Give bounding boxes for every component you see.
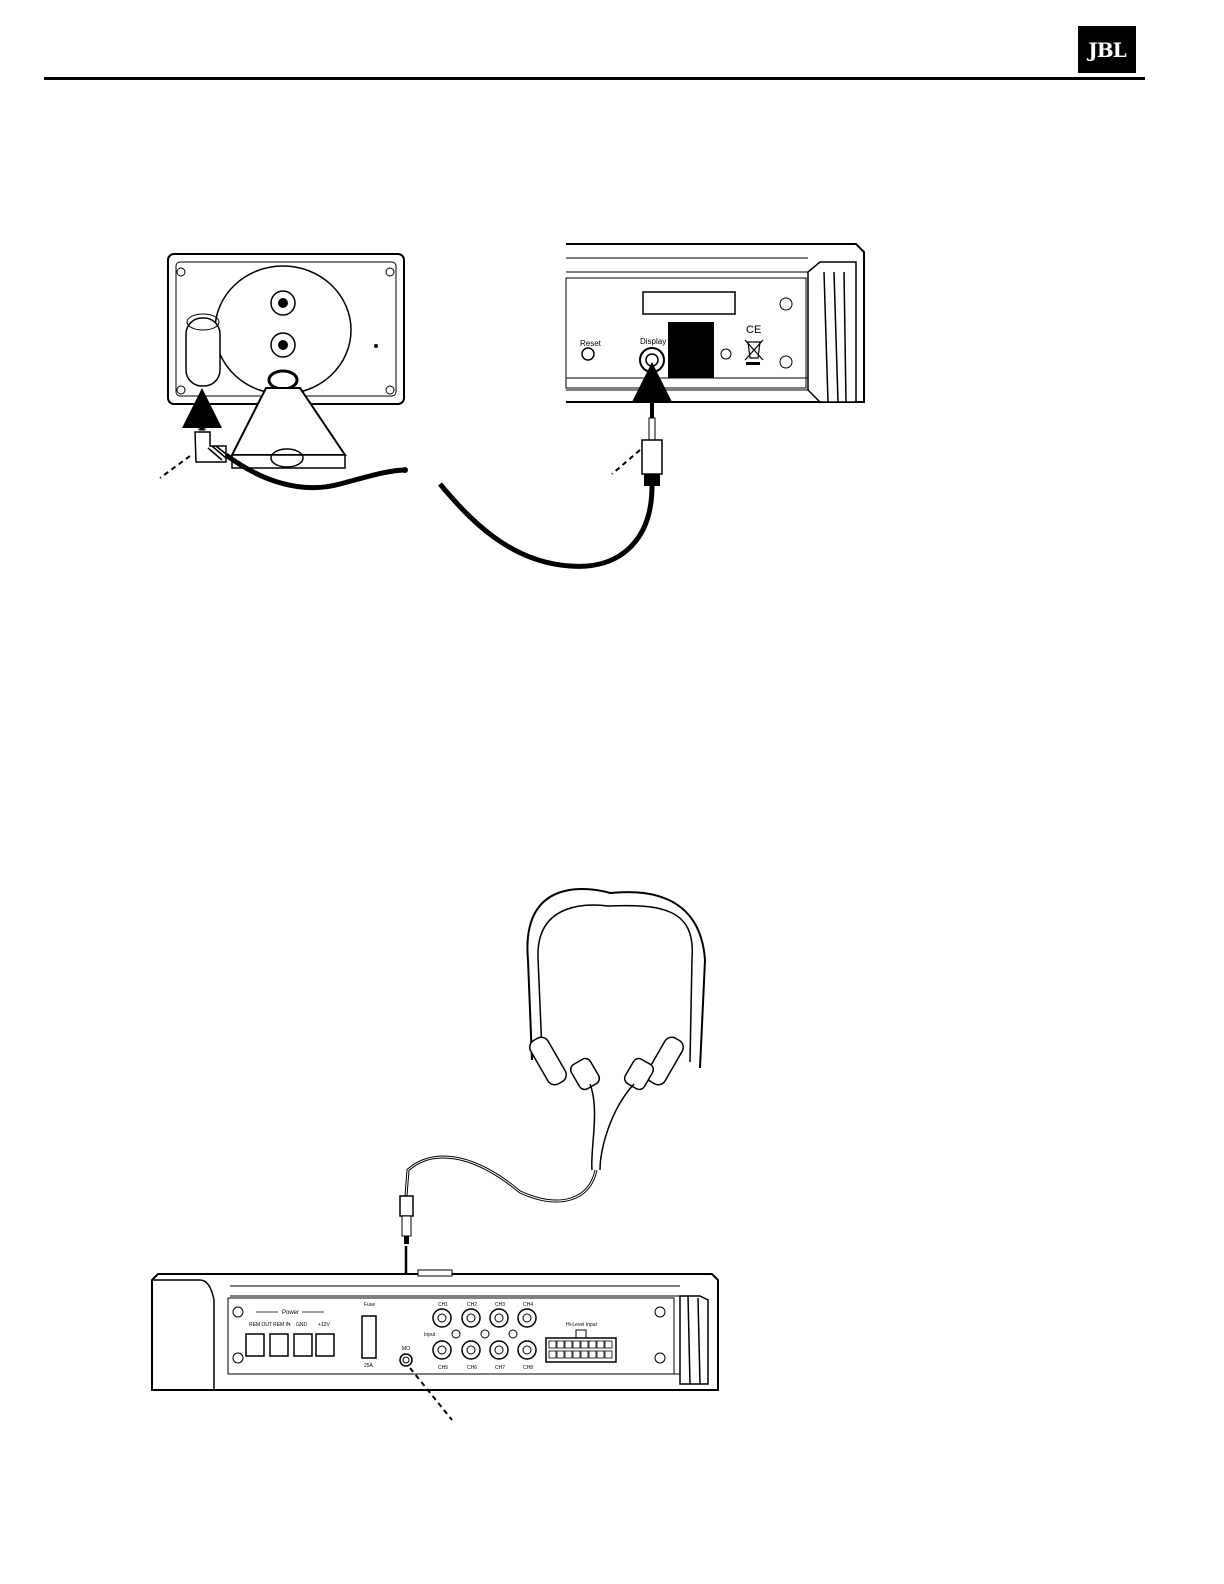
head-unit-back: Reset Display CE xyxy=(440,244,864,566)
gnd-label: GND xyxy=(296,1322,308,1328)
channel-label: CH8 xyxy=(523,1365,533,1371)
display-monitor-back xyxy=(160,254,408,488)
reset-label: Reset xyxy=(580,339,602,348)
fuse-value: 25A xyxy=(364,1363,374,1369)
rem-in-label: REM IN xyxy=(273,1322,291,1328)
channel-label: CH7 xyxy=(495,1365,505,1371)
channel-label: CH1 xyxy=(438,1302,448,1308)
power-group-label: Power xyxy=(282,1310,299,1316)
channel-label: CH2 xyxy=(467,1302,477,1308)
channel-label: CH4 xyxy=(523,1302,533,1308)
channel-label: CH3 xyxy=(495,1302,505,1308)
channel-label: CH6 xyxy=(467,1365,477,1371)
fuse-label: Fuse xyxy=(364,1302,375,1308)
mon-label: MO xyxy=(402,1346,410,1352)
input-label: Input xyxy=(424,1332,436,1338)
headphones xyxy=(400,889,705,1335)
channel-label: CH5 xyxy=(438,1365,448,1371)
rem-out-label: REM OUT xyxy=(249,1322,272,1328)
amplifier: Power REM OUT REM IN GND +12V Fuse 25A M… xyxy=(152,1270,718,1420)
hilevel-label: Hi-Level Input xyxy=(566,1322,597,1328)
display-label: Display xyxy=(640,337,666,346)
plus12v-label: +12V xyxy=(318,1322,330,1328)
ce-mark: CE xyxy=(746,324,761,336)
